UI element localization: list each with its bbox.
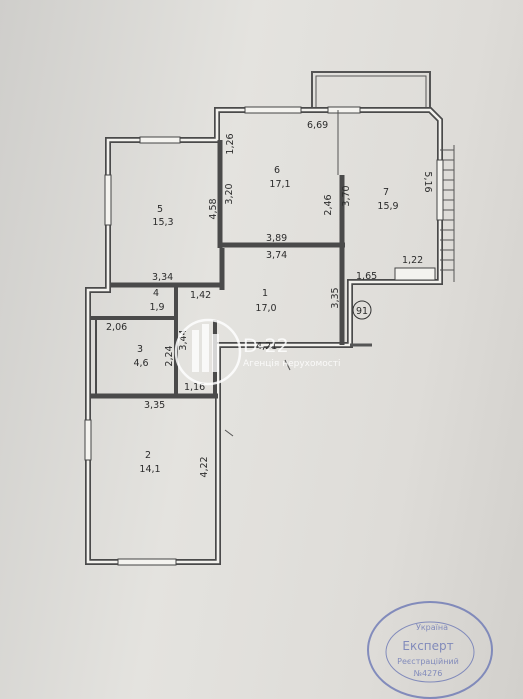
room-4-area: 1,9: [149, 302, 164, 313]
room-2-area: 14,1: [139, 464, 160, 475]
marker-label: 91: [356, 306, 368, 317]
dim-3-74: 3,74: [266, 250, 287, 261]
room-labels: 5 15,3 6 17,1 7 15,9 1 17,0 4 1,9 3 4,6 …: [133, 165, 398, 475]
room-6-area: 17,1: [269, 179, 290, 190]
watermark-tagline: Агенція нерухомості: [243, 359, 341, 369]
marker: 91: [352, 300, 372, 320]
room-1-number: 1: [262, 288, 268, 299]
balcony: [311, 71, 431, 108]
room-5-area: 15,3: [152, 217, 173, 228]
room-2-number: 2: [145, 450, 151, 461]
stamp-line-1: Україна: [416, 623, 448, 632]
room-3-number: 3: [137, 344, 143, 355]
window-room-6: [244, 106, 302, 114]
dim-3-70: 3,70: [341, 185, 352, 206]
dim-1-42: 1,42: [190, 290, 211, 301]
dim-1-65: 1,65: [356, 271, 377, 282]
window-room-5-side: [104, 174, 112, 226]
watermark-logo-text: D-22: [243, 335, 289, 357]
dim-5-16: 5,16: [422, 171, 433, 192]
dim-1-16: 1,16: [184, 382, 205, 393]
dim-3-89: 3,89: [266, 233, 287, 244]
kitchen-counter: [394, 267, 436, 281]
dim-3-35-vertical: 3,35: [330, 287, 341, 308]
dim-2-24: 2,24: [164, 345, 175, 366]
dim-3-44: 3,44: [178, 329, 189, 350]
dim-1-26: 1,26: [225, 133, 236, 154]
window-room-5: [139, 136, 181, 144]
dim-1-22: 1,22: [402, 255, 423, 266]
room-5-number: 5: [157, 204, 163, 215]
window-room-7-side: [436, 159, 444, 221]
stamp-line-3: Реєстраційний: [397, 657, 459, 666]
dim-4-58: 4,58: [208, 198, 219, 219]
room-3-area: 4,6: [133, 358, 148, 369]
stamp-line-2: Експерт: [402, 639, 453, 653]
dim-3-34: 3,34: [152, 272, 173, 283]
dim-4-22: 4,22: [199, 456, 210, 477]
room-1-area: 17,0: [255, 303, 276, 314]
watermark: D-22 Агенція нерухомості: [174, 318, 341, 386]
window-room-7: [327, 106, 361, 114]
dim-6-69: 6,69: [307, 120, 328, 131]
room-4-number: 4: [153, 288, 159, 299]
dimension-labels: 1,26 6,69 5,16 3,20 4,58 2,46 3,70 3,89 …: [106, 120, 433, 478]
room-6-number: 6: [274, 165, 280, 176]
room-7-number: 7: [383, 187, 389, 198]
dim-4-21: 4,21: [256, 341, 277, 352]
room-7-area: 15,9: [377, 201, 398, 212]
windows: [84, 106, 444, 566]
window-room-2-side: [84, 419, 92, 461]
window-room-2: [117, 558, 177, 566]
dim-3-20: 3,20: [224, 183, 235, 204]
watermark-logo-ring: [174, 318, 242, 386]
dim-3-35-horizontal: 3,35: [144, 400, 165, 411]
partitions: [90, 110, 436, 437]
dim-2-46: 2,46: [323, 194, 334, 215]
stamp-line-4: №4276: [414, 669, 443, 678]
dim-2-06: 2,06: [106, 322, 127, 333]
stamp: Україна Експерт Реєстраційний №4276: [367, 601, 493, 699]
